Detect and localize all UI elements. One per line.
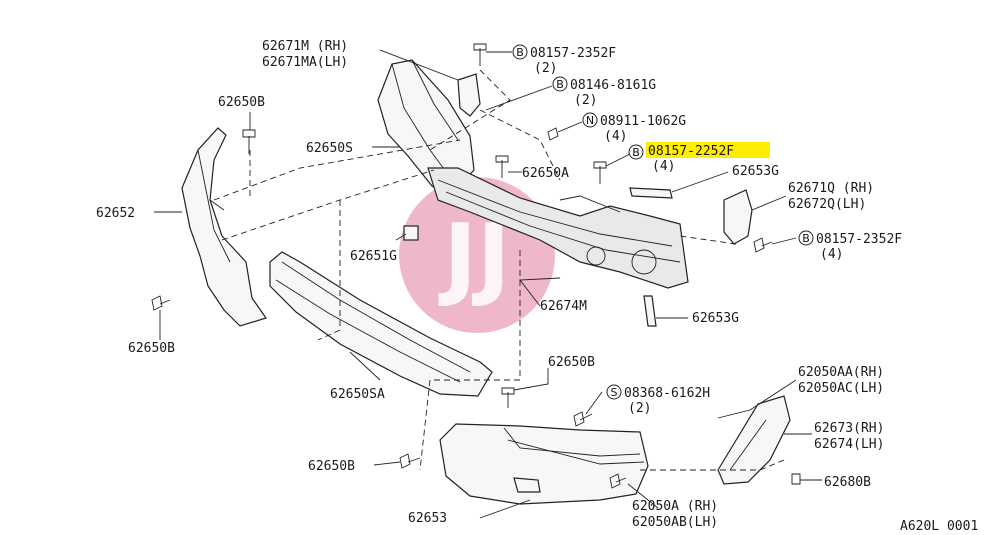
fastener-qty: (2) — [534, 61, 557, 76]
part-62673 — [717, 395, 791, 485]
fastener-08368-6162h: S 08368-6162H (2) — [606, 384, 710, 416]
fastener-code: 08157-2352F — [816, 232, 902, 247]
fastener-prefix: N — [586, 114, 594, 127]
fastener-prefix-circle — [628, 144, 644, 160]
fastener-08157-2352f-top: B 08157-2352F (2) — [512, 44, 616, 76]
fastener-qty: (4) — [652, 159, 675, 174]
fastener-code: 08146-8161G — [570, 78, 656, 93]
label-62050ab: 62050AB(LH) — [632, 515, 718, 530]
part-62653g-top — [629, 187, 673, 199]
label-62653g-top: 62653G — [732, 164, 779, 179]
fastener-qty: (4) — [604, 129, 627, 144]
part-62653 — [439, 423, 649, 505]
label-62653g-bottom: 62653G — [692, 311, 739, 326]
fastener-prefix: S — [611, 386, 618, 399]
fastener-code: 08157-2352F — [530, 46, 616, 61]
label-62674: 62674(LH) — [814, 437, 884, 452]
label-62673: 62673(RH) — [814, 421, 884, 436]
label-62652: 62652 — [96, 206, 135, 221]
label-62674m: 62674M — [540, 299, 587, 314]
label-62050ac: 62050AC(LH) — [798, 381, 884, 396]
fastener-prefix: B — [516, 46, 524, 59]
label-62650b-left: 62650B — [128, 341, 175, 356]
label-62671m: 62671M (RH) — [262, 39, 348, 54]
label-62650b-top: 62650B — [218, 95, 265, 110]
fastener-code: 08911-1062G — [600, 114, 686, 129]
label-62671q: 62671Q (RH) — [788, 181, 874, 196]
footer-code: A620L 0001 — [900, 519, 978, 534]
fastener-qty: (4) — [820, 247, 843, 262]
label-62050aa: 62050AA(RH) — [798, 365, 884, 380]
leader-lines — [154, 49, 822, 519]
part-labels: 62671M (RH) 62671MA(LH) 62650B 62650S 62… — [96, 39, 978, 534]
part-62671m — [457, 73, 481, 117]
label-62650b-low: 62650B — [308, 459, 355, 474]
fastener-prefix: B — [802, 232, 810, 245]
label-62650sa: 62650SA — [330, 387, 385, 402]
fastener-prefix-circle — [798, 230, 814, 246]
fastener-prefix-circle — [582, 112, 598, 128]
fastener-qty: (2) — [628, 401, 651, 416]
bolt-icons — [151, 43, 801, 489]
fastener-callouts: B 08157-2352F (2) B 08146-8161G (2) N 08… — [512, 44, 902, 416]
part-62653g-bottom — [643, 295, 657, 327]
fastener-prefix: B — [556, 78, 564, 91]
fastener-code: 08368-6162H — [624, 386, 710, 401]
part-62650s — [377, 59, 475, 197]
label-62651g: 62651G — [350, 249, 397, 264]
dashed-guides — [213, 69, 785, 471]
label-62653: 62653 — [408, 511, 447, 526]
highlight-marker — [646, 142, 770, 158]
part-main-crossmember — [427, 167, 689, 289]
fastener-08911-1062g: N 08911-1062G (4) — [582, 112, 686, 144]
fastener-08157-2352f-right: B 08157-2352F (4) — [798, 230, 902, 262]
label-62680b: 62680B — [824, 475, 871, 490]
part-62650sa — [269, 251, 493, 397]
part-62671q — [723, 189, 753, 245]
part-62651g — [403, 225, 419, 241]
fastener-code: 08157-2252F — [648, 144, 734, 159]
fastener-prefix-circle — [552, 76, 568, 92]
label-62650b-mid: 62650B — [548, 355, 595, 370]
fastener-prefix-circle — [512, 44, 528, 60]
fastener-08146-8161g: B 08146-8161G (2) — [552, 76, 656, 108]
label-62650a: 62650A — [522, 166, 569, 181]
fastener-prefix-circle — [606, 384, 622, 400]
label-62672q: 62672Q(LH) — [788, 197, 866, 212]
label-62671ma: 62671MA(LH) — [262, 55, 348, 70]
fastener-08157-2252f-highlighted: B 08157-2252F (4) — [628, 142, 770, 174]
label-62050a: 62050A (RH) — [632, 499, 718, 514]
part-62652 — [181, 127, 267, 327]
label-62650s: 62650S — [306, 141, 353, 156]
fastener-prefix: B — [632, 146, 640, 159]
fastener-qty: (2) — [574, 93, 597, 108]
